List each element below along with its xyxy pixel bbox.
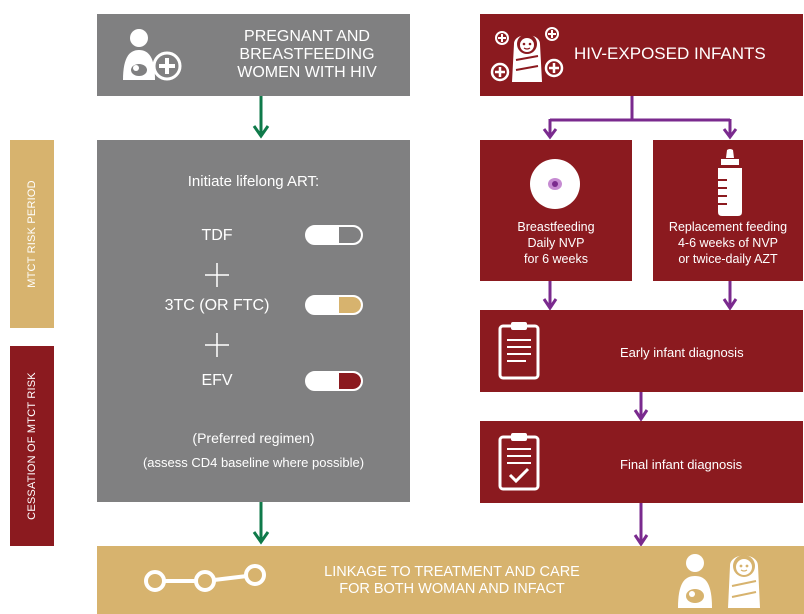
early-diagnosis-label: Early infant diagnosis bbox=[620, 345, 744, 360]
final-diagnosis-label: Final infant diagnosis bbox=[620, 457, 743, 472]
green-arrow-down bbox=[252, 96, 270, 139]
drug-tdf-pill-icon bbox=[305, 225, 363, 245]
infants-header: HIV-EXPOSED INFANTS bbox=[480, 14, 803, 96]
replacement-line-2: 4-6 weeks of NVP bbox=[677, 236, 779, 250]
breastfeeding-line-2: Daily NVP bbox=[527, 236, 585, 250]
purple-branch-arrows bbox=[542, 96, 738, 140]
infant-plus-icon bbox=[490, 27, 564, 82]
infant-icon bbox=[728, 555, 760, 608]
mother-baby-plus-icon bbox=[123, 29, 182, 81]
linked-circles-icon bbox=[144, 564, 266, 592]
pregnant-women-header: PREGNANT AND BREASTFEEDING WOMEN WITH HI… bbox=[97, 14, 410, 96]
cessation-mtct-risk-label: CESSATION OF MTCT RISK bbox=[10, 346, 54, 546]
linkage-line-2: FOR BOTH WOMAN AND INFACT bbox=[339, 581, 565, 597]
early-infant-diagnosis-box: Early infant diagnosis bbox=[480, 310, 803, 392]
preferred-regimen-note: (Preferred regimen) bbox=[192, 430, 315, 446]
art-regimen-box: Initiate lifelong ART: TDF 3TC (OR FTC) … bbox=[97, 140, 410, 502]
linkage-line-1: LINKAGE TO TREATMENT AND CARE bbox=[324, 564, 580, 580]
plus-icon bbox=[205, 333, 229, 357]
infants-header-title: HIV-EXPOSED INFANTS bbox=[574, 44, 766, 63]
replacement-line-1: Replacement feeding bbox=[668, 220, 788, 234]
baby-bottle-icon bbox=[718, 149, 742, 216]
drug-tdf-label: TDF bbox=[201, 227, 233, 244]
art-heading: Initiate lifelong ART: bbox=[187, 173, 320, 190]
linkage-bar: LINKAGE TO TREATMENT AND CARE FOR BOTH W… bbox=[97, 546, 804, 614]
cd4-baseline-note: (assess CD4 baseline where possible) bbox=[142, 455, 365, 470]
plus-icon bbox=[205, 263, 229, 287]
header-line-3: WOMEN WITH HIV bbox=[237, 64, 377, 81]
drug-3tc-pill-icon bbox=[305, 295, 363, 315]
purple-arrow-down bbox=[633, 392, 649, 422]
header-line-1: PREGNANT AND bbox=[244, 28, 370, 45]
clipboard-icon bbox=[498, 322, 540, 380]
purple-arrow-down bbox=[633, 503, 649, 547]
mother-baby-icon bbox=[678, 554, 712, 608]
mtct-risk-period-label: MTCT RISK PERIOD bbox=[10, 140, 54, 328]
final-infant-diagnosis-box: Final infant diagnosis bbox=[480, 421, 803, 503]
replacement-line-3: or twice-daily AZT bbox=[678, 252, 778, 266]
purple-arrow-down bbox=[722, 281, 738, 311]
green-arrow-down bbox=[252, 502, 270, 545]
breastfeeding-line-3: for 6 weeks bbox=[524, 252, 588, 266]
breast-icon bbox=[530, 159, 580, 209]
purple-arrow-down bbox=[542, 281, 558, 311]
breastfeeding-box: Breastfeeding Daily NVP for 6 weeks bbox=[480, 140, 632, 281]
replacement-feeding-box: Replacement feeding 4-6 weeks of NVP or … bbox=[653, 140, 803, 281]
clipboard-check-icon bbox=[498, 433, 540, 491]
header-line-2: BREASTFEEDING bbox=[239, 46, 375, 63]
drug-efv-pill-icon bbox=[305, 371, 363, 391]
drug-efv-label: EFV bbox=[201, 372, 233, 389]
drug-3tc-label: 3TC (OR FTC) bbox=[164, 297, 270, 314]
breastfeeding-line-1: Breastfeeding bbox=[517, 220, 595, 234]
